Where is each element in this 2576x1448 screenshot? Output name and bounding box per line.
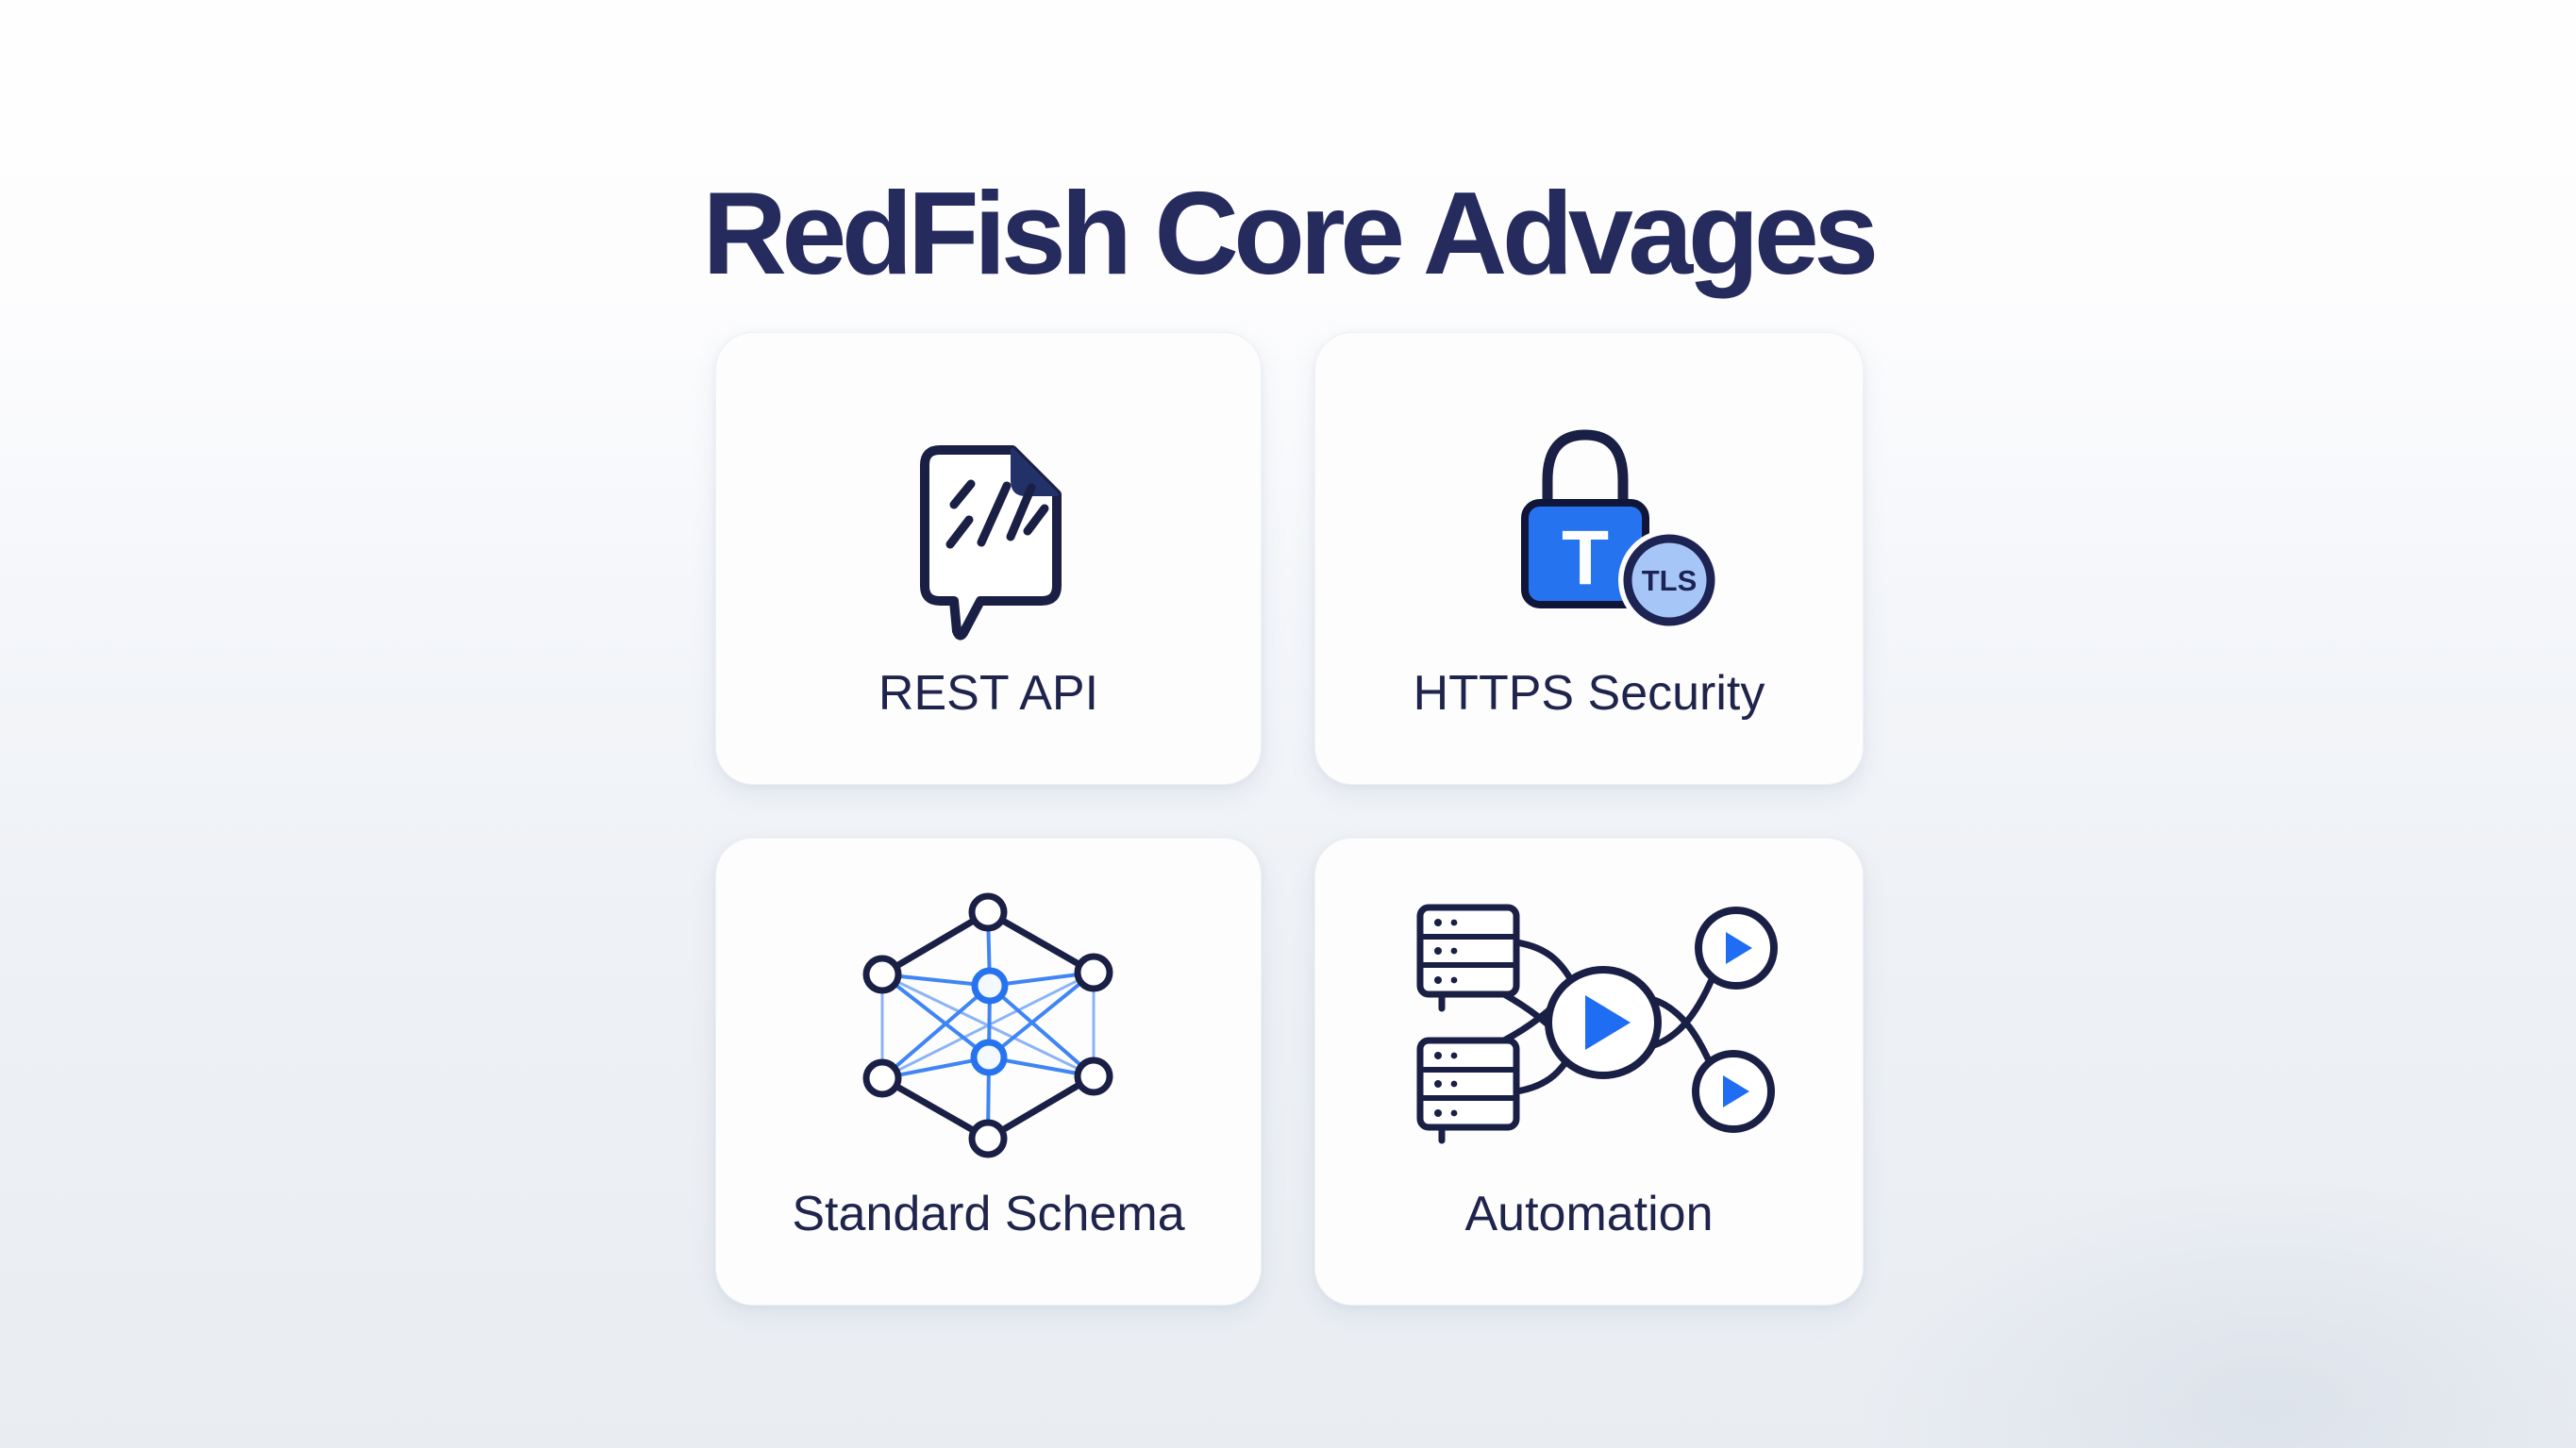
feature-card-automation: Automation (1314, 838, 1864, 1306)
card-label-rest-api: REST API (878, 666, 1099, 721)
automation-flow-icon (1416, 904, 1778, 1144)
lock-letter: T (1562, 515, 1609, 601)
document-code-icon (920, 445, 1062, 641)
feature-card-standard-schema: Standard Schema (715, 838, 1262, 1306)
page-title: RedFish Core Advages (702, 169, 1879, 300)
padlock-tls-icon: T TLS (1521, 429, 1720, 631)
network-graph-icon (862, 892, 1113, 1158)
card-label-https-security: HTTPS Security (1413, 666, 1765, 721)
feature-card-rest-api: REST API (715, 332, 1262, 785)
feature-card-https-security: T TLS HTTPS Security (1314, 332, 1864, 785)
tls-badge-label: TLS (1642, 564, 1698, 597)
card-label-standard-schema: Standard Schema (792, 1187, 1185, 1241)
card-label-automation: Automation (1464, 1187, 1714, 1241)
